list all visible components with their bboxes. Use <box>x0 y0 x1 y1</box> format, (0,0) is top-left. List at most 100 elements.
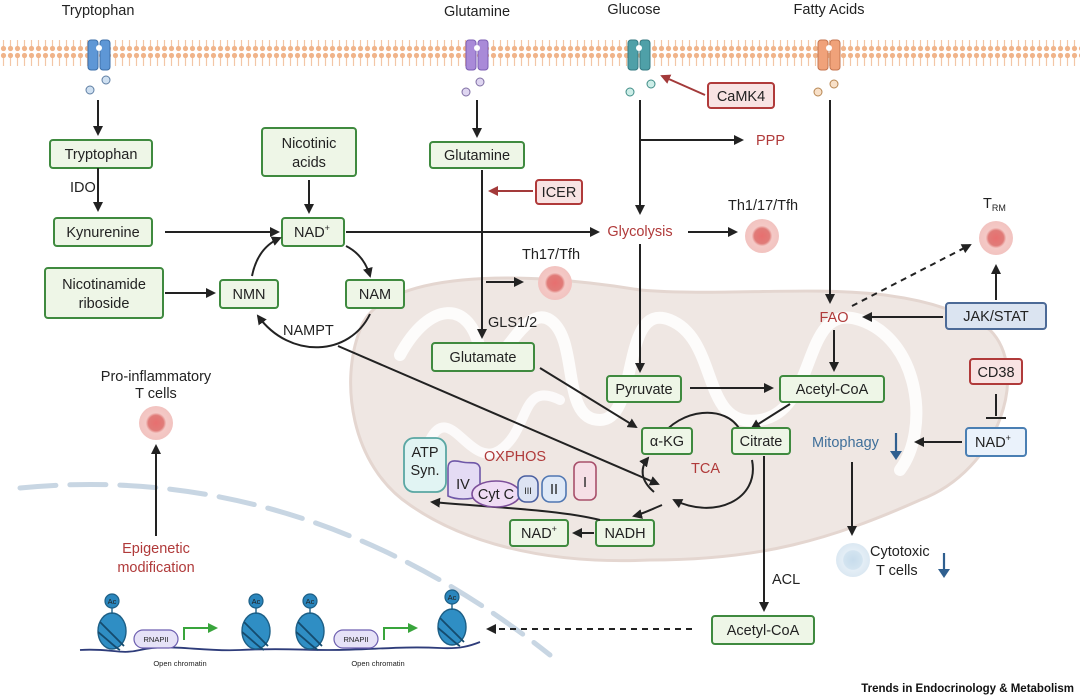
input-fatty-acids: Fatty Acids <box>794 2 865 18</box>
svg-text:Tryptophan: Tryptophan <box>65 147 138 163</box>
rnapii-1: RNAPII <box>133 629 179 649</box>
input-glucose: Glucose <box>607 2 660 18</box>
svg-text:Nicotinamide: Nicotinamide <box>62 277 146 293</box>
svg-text:α-KG: α-KG <box>650 434 684 450</box>
svg-text:RNAPII: RNAPII <box>343 635 368 644</box>
cell-th17-tfh <box>538 266 572 300</box>
svg-text:Citrate: Citrate <box>740 434 783 450</box>
node-glutamate: Glutamate <box>431 342 535 372</box>
complex-i: I <box>573 461 597 501</box>
svg-text:Acetyl-CoA: Acetyl-CoA <box>796 382 869 398</box>
node-nad-oxphos: NAD+ <box>509 519 569 547</box>
cell-proinflammatory <box>139 406 173 440</box>
svg-text:acids: acids <box>292 155 326 171</box>
label-ido: IDO <box>70 180 96 196</box>
label-fao: FAO <box>819 310 848 326</box>
svg-text:NAD+: NAD+ <box>521 524 557 542</box>
node-cd38: CD38 <box>969 358 1023 385</box>
node-citrate: Citrate <box>731 427 791 455</box>
svg-text:NAD+: NAD+ <box>975 433 1011 451</box>
svg-text:ICER: ICER <box>542 185 577 201</box>
svg-text:Pyruvate: Pyruvate <box>615 382 672 398</box>
svg-text:RNAPII: RNAPII <box>143 635 168 644</box>
complex-iv: IV <box>447 460 481 500</box>
label-nampt: NAMPT <box>283 323 334 339</box>
svg-text:NMN: NMN <box>232 287 265 303</box>
label-proinflam-1: Pro-inflammatory <box>101 369 212 385</box>
complex-iii: III <box>517 475 539 503</box>
label-ppp: PPP <box>756 133 785 149</box>
credit-text: Trends in Endocrinology & Metabolism <box>861 683 1074 695</box>
svg-text:riboside: riboside <box>79 296 130 312</box>
svg-text:Nicotinic: Nicotinic <box>282 136 337 152</box>
node-icer: ICER <box>535 179 583 205</box>
node-kynurenine: Kynurenine <box>53 217 153 247</box>
transporter-glucose <box>625 39 656 97</box>
transporter-fatty-acids <box>813 39 841 97</box>
svg-text:Glutamate: Glutamate <box>450 350 517 366</box>
transporter-glutamine <box>461 39 489 97</box>
rnapii-2: RNAPII <box>333 629 379 649</box>
node-tryptophan: Tryptophan <box>49 139 153 169</box>
cytotoxic-down-arrow-icon <box>938 553 950 578</box>
cytochrome-c: Cyt C <box>471 480 521 508</box>
nucleosome-1: Ac <box>97 593 127 651</box>
label-th17-tfh: Th17/Tfh <box>522 247 580 263</box>
svg-text:Ac: Ac <box>448 593 457 602</box>
node-nicotinic-acids: Nicotinic acids <box>261 127 357 177</box>
node-nam: NAM <box>345 279 405 309</box>
node-glutamine: Glutamine <box>429 141 525 169</box>
label-mitophagy: Mitophagy <box>812 435 880 451</box>
svg-text:Ac: Ac <box>252 597 261 606</box>
transporter-tryptophan <box>85 39 111 95</box>
label-open-chromatin-2: Open chromatin <box>351 659 404 668</box>
svg-text:IV: IV <box>456 477 470 493</box>
label-oxphos: OXPHOS <box>484 449 546 465</box>
svg-text:Glutamine: Glutamine <box>444 148 510 164</box>
nucleosome-4: Ac <box>437 589 467 647</box>
atp-synthase: ATP Syn. <box>403 437 447 493</box>
svg-text:II: II <box>550 482 558 498</box>
node-nad-right: NAD+ <box>965 427 1027 457</box>
complex-ii: II <box>541 475 567 503</box>
label-cytotoxic-2: T cells <box>876 563 918 579</box>
node-akg: α-KG <box>641 427 693 455</box>
label-acl: ACL <box>772 572 800 588</box>
svg-text:Cyt C: Cyt C <box>478 487 514 503</box>
svg-text:NADH: NADH <box>604 526 645 542</box>
node-jak-stat: JAK/STAT <box>945 302 1047 330</box>
node-pyruvate: Pyruvate <box>606 375 682 403</box>
chromatin: Ac RNAPII Open chromatin Ac Ac RNAPII <box>79 589 481 668</box>
svg-text:Syn.: Syn. <box>410 463 439 479</box>
node-acetyl-coa-nuc: Acetyl-CoA <box>711 615 815 645</box>
svg-text:NAD+: NAD+ <box>294 223 330 241</box>
node-nmn: NMN <box>219 279 279 309</box>
svg-text:CD38: CD38 <box>977 365 1014 381</box>
label-epigenetic-2: modification <box>117 560 194 576</box>
svg-text:NAM: NAM <box>359 287 391 303</box>
node-nadh: NADH <box>595 519 655 547</box>
nucleosome-2: Ac <box>241 593 271 651</box>
label-trm: TRM <box>983 196 1006 213</box>
input-glutamine: Glutamine <box>444 4 510 20</box>
label-epigenetic-1: Epigenetic <box>122 541 190 557</box>
input-tryptophan: Tryptophan <box>62 3 135 19</box>
label-open-chromatin-1: Open chromatin <box>153 659 206 668</box>
svg-text:Acetyl-CoA: Acetyl-CoA <box>727 623 800 639</box>
svg-text:Kynurenine: Kynurenine <box>66 225 139 241</box>
label-tca: TCA <box>691 461 720 477</box>
nuclear-envelope <box>17 481 553 658</box>
label-gls: GLS1/2 <box>488 315 537 331</box>
cell-membrane <box>0 40 1080 66</box>
cell-trm <box>979 221 1013 255</box>
svg-text:JAK/STAT: JAK/STAT <box>963 309 1029 325</box>
label-proinflam-2: T cells <box>135 386 177 402</box>
svg-text:Ac: Ac <box>108 597 117 606</box>
svg-text:ATP: ATP <box>411 445 438 461</box>
cell-th1-17-tfh <box>745 219 779 253</box>
svg-text:III: III <box>524 486 532 496</box>
svg-text:I: I <box>583 475 587 491</box>
node-camk4: CaMK4 <box>707 82 775 109</box>
node-acetyl-coa-mito: Acetyl-CoA <box>779 375 885 403</box>
